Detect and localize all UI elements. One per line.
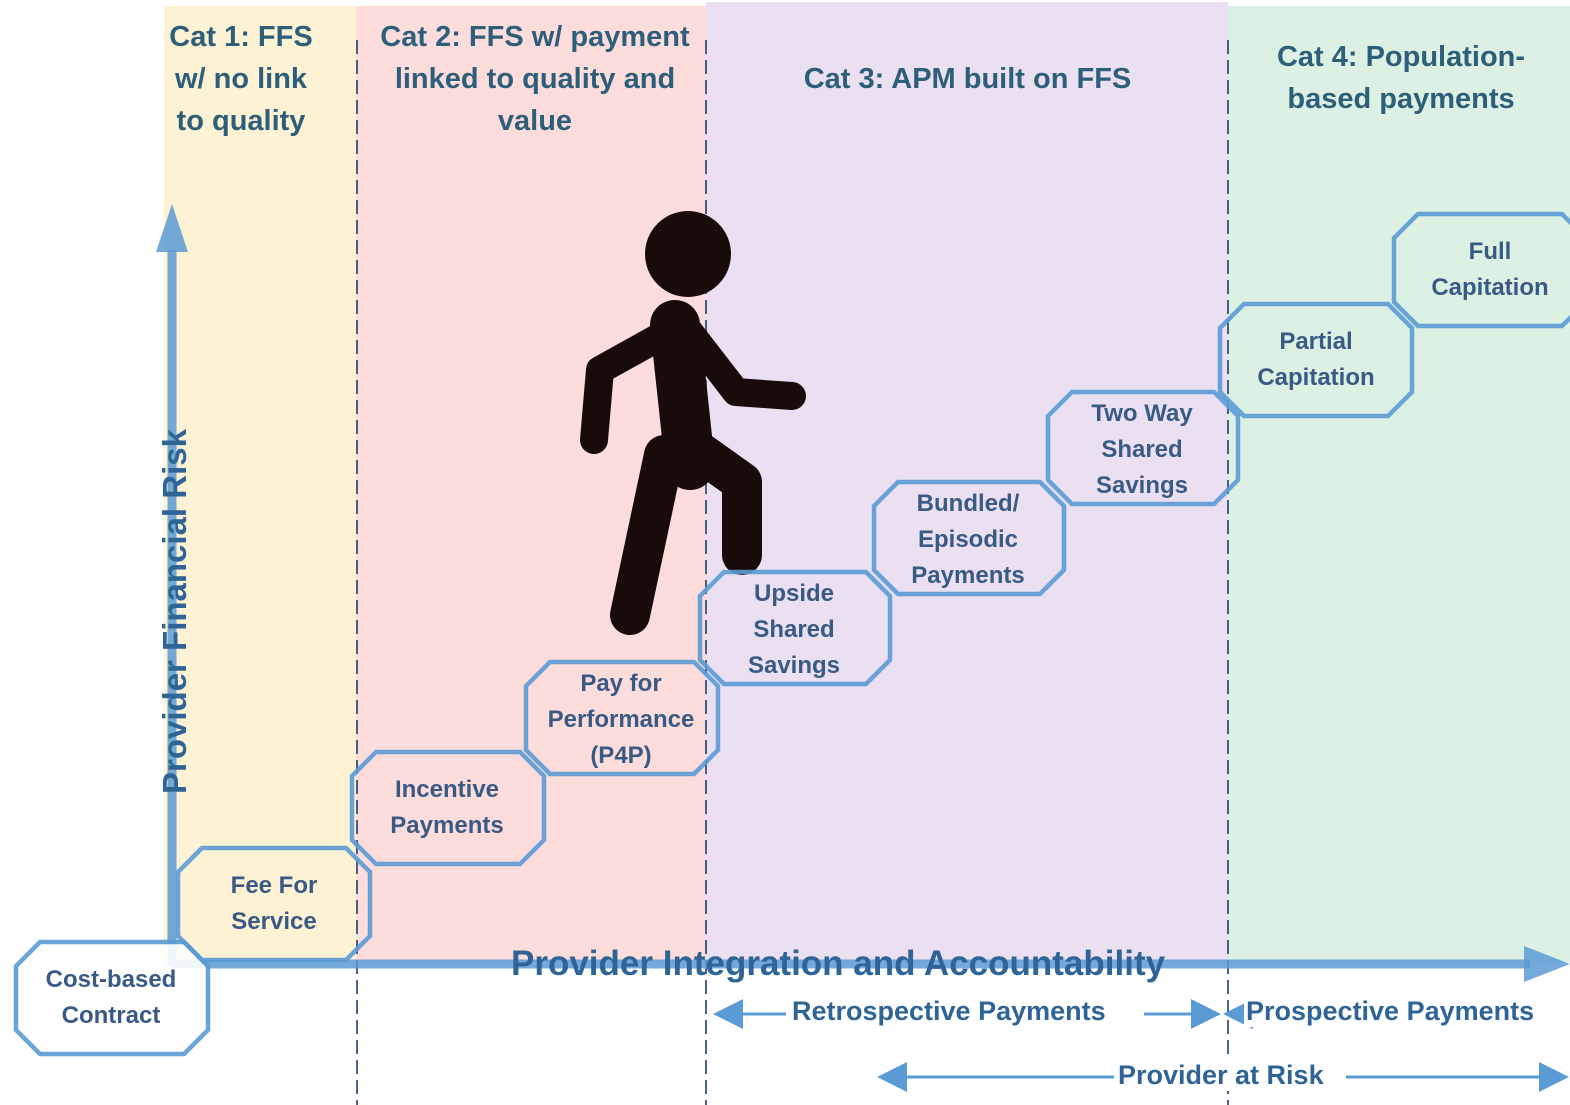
y-axis-arrowhead [156,204,188,252]
step-box-8 [1217,301,1415,419]
step-label-line: Partial [1279,328,1353,355]
step-label-line: (P4P) [590,742,652,769]
step-label-line: Cost-based [45,966,177,993]
step-partial-capitation: Partial Capitation [1220,324,1412,396]
step-box-4 [523,659,721,777]
step-label-line: Episodic [917,526,1019,553]
prospective-payments-label: Prospective Payments [1244,996,1537,1027]
x-axis-arrowhead [1524,946,1570,982]
person-front-leg-icon [670,425,762,575]
step-label-line: Payments [390,812,504,839]
step-fee-for-service: Fee For Service [178,868,370,940]
step-pay-for-performance: Pay for Performance (P4P) [524,666,718,774]
y-axis-label: Provider Financial Risk [156,429,193,794]
step-label-line: Full [1468,238,1512,265]
step-incentive-payments: Incentive Payments [350,772,544,844]
step-label-line: Fee For [230,872,318,899]
category-title-line: linked to quality and [394,63,676,95]
step-cost-based-contract: Cost-based Contract [14,962,208,1034]
category-4-band [1228,6,1570,962]
category-title-line: value [497,105,573,137]
category-title-line: based payments [1287,83,1515,115]
step-label-line: Upside [753,580,834,607]
category-1-band [164,6,356,962]
step-label-line: Performance [547,706,695,733]
step-label-line: Capitation [1431,274,1549,301]
category-2-title: Cat 2: FFS w/ payment linked to quality … [360,16,710,142]
category-title-line: Cat 2: FFS w/ payment [380,21,690,53]
step-full-capitation: Full Capitation [1392,234,1570,306]
step-label-line: Shared [1101,436,1183,463]
step-box-2 [175,845,373,963]
step-two-way-shared-savings: Two Way Shared Savings [1046,396,1238,504]
category-4-title: Cat 4: Population- based payments [1232,36,1570,120]
step-label-line: Service [231,908,317,935]
provider-at-risk-label: Provider at Risk [1116,1060,1326,1091]
category-title-line: to quality [176,105,306,137]
step-box-7 [1045,389,1241,507]
step-label-line: Shared [753,616,835,643]
step-label-line: Capitation [1257,364,1375,391]
x-axis-label: Provider Integration and Accountability [511,944,1166,983]
step-label-line: Savings [747,652,841,679]
category-title-line: w/ no link [174,63,308,95]
category-1-title: Cat 1: FFS w/ no link to quality [166,16,316,142]
step-box-5 [697,569,893,687]
step-label-line: Contract [61,1002,161,1029]
step-box-3 [349,749,547,867]
step-label-line: Two Way [1091,400,1193,427]
category-title-line: Cat 4: Population- [1276,41,1526,73]
step-bundled-episodic-payments: Bundled/ Episodic Payments [872,486,1064,594]
step-label-line: Savings [1095,472,1189,499]
step-label-line: Bundled/ [916,490,1020,517]
step-box-6 [871,479,1067,597]
step-label-line: Payments [911,562,1025,589]
person-head-icon [645,211,731,297]
retrospective-payments-label: Retrospective Payments [790,996,1108,1027]
step-label-line: Pay for [580,670,662,697]
step-box-9 [1391,211,1570,329]
category-3-title: Cat 3: APM built on FFS [710,58,1225,100]
category-title-line: Cat 3: APM built on FFS [803,63,1132,95]
step-upside-shared-savings: Upside Shared Savings [698,576,890,684]
step-label-line: Incentive [394,776,500,803]
category-title-line: Cat 1: FFS [169,21,313,53]
person-back-arm-icon [580,316,686,454]
person-front-arm-icon [674,316,806,410]
person-back-leg-icon [610,435,684,635]
